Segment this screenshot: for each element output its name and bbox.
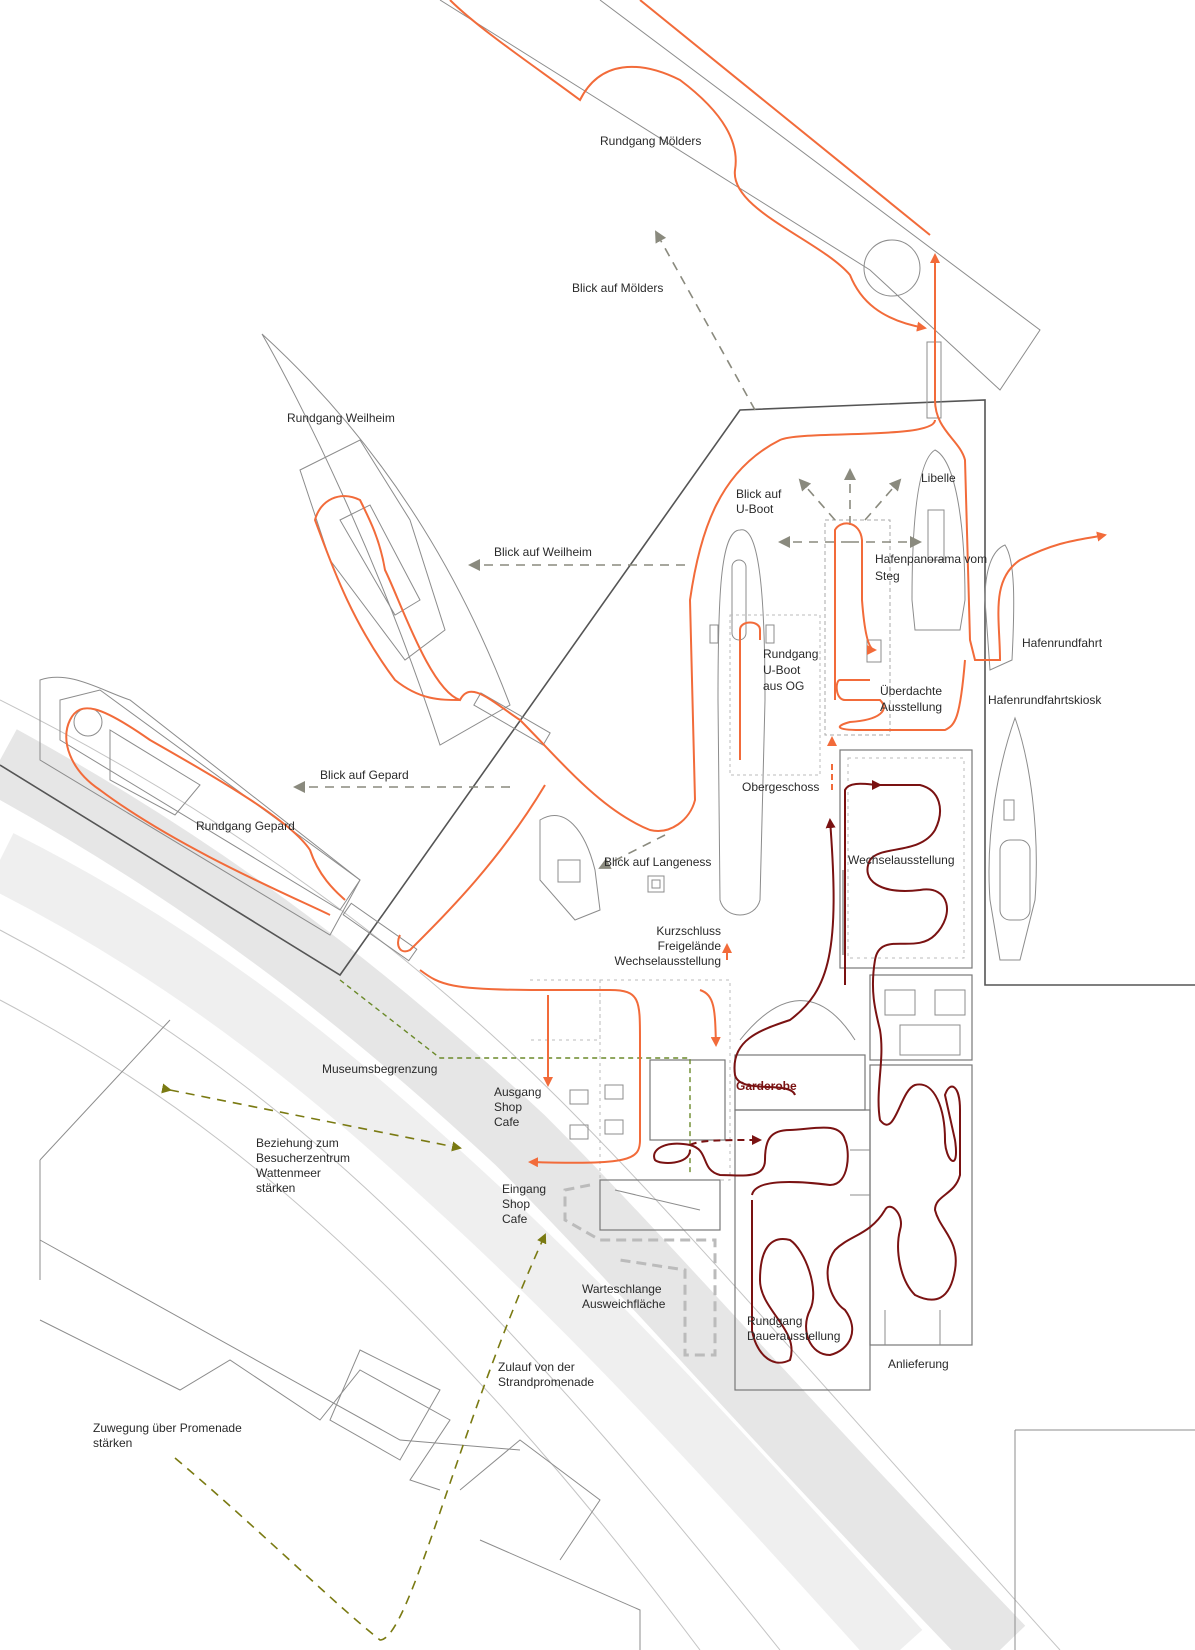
label-blick-gepard: Blick auf Gepard	[320, 768, 409, 782]
label-hafenrundfahrtskiosk: Hafenrundfahrtskiosk	[988, 693, 1102, 707]
label-garderobe: Garderobe	[736, 1079, 797, 1093]
label-libelle: Libelle	[921, 471, 956, 485]
label-rundgang-moelders: Rundgang Mölders	[600, 134, 701, 148]
label-kurzschluss-3: Wechselausstellung	[614, 954, 721, 968]
label-hafenrundfahrt: Hafenrundfahrt	[1022, 636, 1103, 650]
label-ueberdachte-2: Ausstellung	[880, 700, 942, 714]
label-eingang-1: Eingang	[502, 1182, 546, 1196]
label-rundgang-uboot-3: aus OG	[763, 679, 804, 693]
label-kurzschluss-1: Kurzschluss	[656, 924, 721, 938]
museum-boundary	[339, 979, 691, 1175]
label-beziehung-4: stärken	[256, 1181, 295, 1195]
label-rundgang-dauer-2: Dauerausstellung	[747, 1329, 840, 1343]
label-rundgang-gepard: Rundgang Gepard	[196, 819, 295, 833]
ship-weilheim	[261, 333, 551, 746]
label-zulauf-1: Zulauf von der	[498, 1360, 575, 1374]
route-orange	[65, 0, 1107, 1168]
label-blick-uboot-2: U-Boot	[736, 502, 774, 516]
label-blick-moelders: Blick auf Mölders	[572, 281, 663, 295]
main-building	[530, 749, 973, 1391]
label-warteschlange-1: Warteschlange	[582, 1282, 662, 1296]
label-ausgang-2: Shop	[494, 1100, 522, 1114]
view-arrows	[293, 230, 922, 869]
label-zuwegung-1: Zuwegung über Promenade	[93, 1421, 242, 1435]
label-blick-uboot-1: Blick auf	[736, 487, 782, 501]
relation-arrows	[161, 1083, 547, 1641]
quay-outline	[0, 399, 1195, 986]
label-beziehung-3: Wattenmeer	[256, 1166, 321, 1180]
street-blocks	[39, 1019, 1195, 1650]
ship-gepard	[39, 676, 418, 962]
label-rundgang-dauer-1: Rundgang	[747, 1314, 802, 1328]
queue-area	[563, 1183, 717, 1357]
label-eingang-2: Shop	[502, 1197, 530, 1211]
label-blick-langeness: Blick auf Langeness	[604, 855, 711, 869]
label-ausgang-3: Cafe	[494, 1115, 520, 1129]
label-hafenpanorama-1: Hafenpanorama vom	[875, 552, 987, 566]
label-anlieferung: Anlieferung	[888, 1357, 949, 1371]
label-wechselausstellung: Wechselausstellung	[848, 853, 955, 867]
label-obergeschoss: Obergeschoss	[742, 780, 819, 794]
promenade-bands	[0, 699, 1061, 1650]
labels: Rundgang Mölders Blick auf Mölders Rundg…	[93, 134, 1103, 1450]
ship-kiosk	[988, 716, 1037, 961]
label-eingang-3: Cafe	[502, 1212, 528, 1226]
label-blick-weilheim: Blick auf Weilheim	[494, 545, 592, 559]
label-rundgang-weilheim: Rundgang Weilheim	[287, 411, 395, 425]
label-zuwegung-2: stärken	[93, 1436, 132, 1450]
route-darkred	[653, 779, 961, 1364]
label-rundgang-uboot-1: Rundgang	[763, 647, 818, 661]
submarine	[709, 529, 775, 916]
label-kurzschluss-2: Freigelände	[658, 939, 722, 953]
label-rundgang-uboot-2: U-Boot	[763, 663, 801, 677]
ship-libelle	[911, 449, 966, 631]
ship-langeness	[539, 815, 665, 921]
label-warteschlange-2: Ausweichfläche	[582, 1297, 666, 1311]
label-beziehung-2: Besucherzentrum	[256, 1151, 350, 1165]
label-ueberdachte-1: Überdachte	[880, 684, 942, 698]
label-hafenpanorama-2: Steg	[875, 569, 900, 583]
label-zulauf-2: Strandpromenade	[498, 1375, 594, 1389]
ship-hafenrundfahrt	[984, 544, 1015, 671]
label-beziehung-1: Beziehung zum	[256, 1136, 339, 1150]
label-ausgang-1: Ausgang	[494, 1085, 541, 1099]
label-museumsbegrenzung: Museumsbegrenzung	[322, 1062, 437, 1076]
